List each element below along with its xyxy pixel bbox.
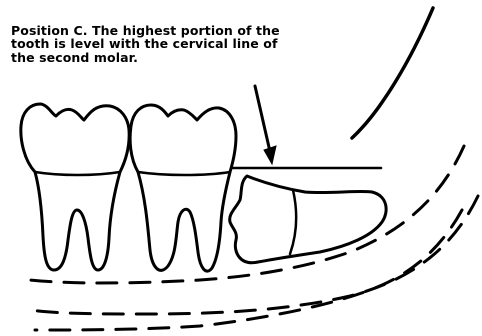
ramus-line bbox=[352, 8, 433, 138]
impacted-third-molar bbox=[230, 176, 386, 263]
arrow-icon bbox=[255, 86, 276, 164]
first-molar bbox=[21, 104, 129, 270]
second-molar bbox=[130, 105, 236, 271]
